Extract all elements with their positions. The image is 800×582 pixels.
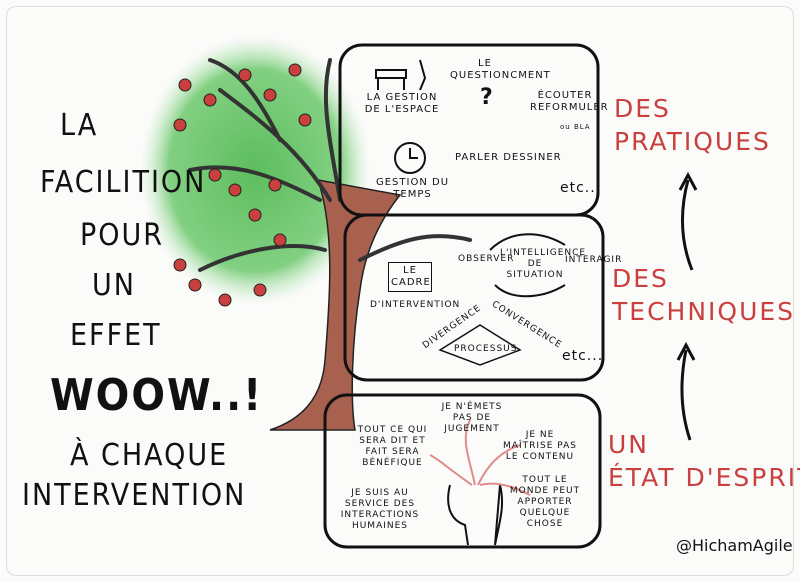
technique-process: PROCESSUS <box>454 344 518 354</box>
level-label-mindset: UN ÉTAT D'ESPRIT <box>608 428 800 494</box>
author-handle: @HichamAgile <box>676 536 793 555</box>
title-line: UN <box>92 268 136 303</box>
level-line: PRATIQUES <box>614 127 771 156</box>
level-line: ÉTAT D'ESPRIT <box>608 463 800 492</box>
title-line: WOOW..! <box>50 370 264 421</box>
practice-boxes <box>323 43 605 549</box>
level-line: UN <box>608 430 649 459</box>
level-line: DES <box>612 264 669 293</box>
technique-intelligence: L'INTELLIGENCE DE SITUATION <box>500 248 587 280</box>
table-chair-icon <box>375 59 427 91</box>
question-mark-icon: ? <box>480 85 494 110</box>
level-line: TECHNIQUES <box>612 297 796 326</box>
technique-observe: OBSERVER <box>458 254 515 264</box>
mind-rays <box>429 419 531 496</box>
process-diamond <box>438 324 522 366</box>
technique-frame: LE CADRE <box>388 262 432 292</box>
level-line: DES <box>614 94 671 123</box>
technique-frame-suffix: D'INTERVENTION <box>370 300 461 310</box>
level-label-practices: DES PRATIQUES <box>614 92 771 158</box>
title-line: POUR <box>80 218 165 253</box>
title-line: EFFET <box>70 318 162 353</box>
mindset-beneficial: TOUT CE QUI SERA DIT ET FAIT SERA BÉNÉFI… <box>357 425 428 468</box>
title-line: LA <box>60 108 99 143</box>
clock-icon <box>394 142 426 174</box>
title-line: FACILITION <box>40 165 207 200</box>
foliage <box>140 35 370 305</box>
head-icon <box>447 484 504 546</box>
fruits <box>173 63 312 307</box>
frame <box>6 6 794 576</box>
title-line: À CHAQUE <box>70 438 229 473</box>
practice-space: LA GESTION DE L'ESPACE <box>364 92 440 115</box>
mindset-service: JE SUIS AU SERVICE DES INTERACTIONS HUMA… <box>340 488 420 531</box>
practice-listen: ÉCOUTER REFORMULER <box>530 90 609 113</box>
practice-draw: PARLER DESSINER <box>455 152 562 163</box>
practice-questioning: LE QUESTIONCMENT <box>450 58 551 81</box>
listen-note: ou BLA <box>560 123 591 131</box>
title-line: INTERVENTION <box>22 478 247 513</box>
practices-etc: etc... <box>560 180 602 196</box>
mindset-judgement: JE N'ÉMETS PAS DE JUGEMENT <box>441 402 503 434</box>
cycle-arrows-icon <box>489 233 566 298</box>
mindset-content: JE NE MAÎTRISE PAS LE CONTENU <box>503 430 577 462</box>
technique-interact: INTERAGIR <box>565 255 623 265</box>
level-label-techniques: DES TECHNIQUES <box>612 262 795 328</box>
branches <box>188 58 472 272</box>
practice-time: GESTION DU TEMPS <box>375 177 450 200</box>
growth-arrows <box>676 171 698 441</box>
techniques-etc: etc... <box>562 348 604 364</box>
mindset-everyone: TOUT LE MONDE PEUT APPORTER QUELQUE CHOS… <box>509 475 581 529</box>
